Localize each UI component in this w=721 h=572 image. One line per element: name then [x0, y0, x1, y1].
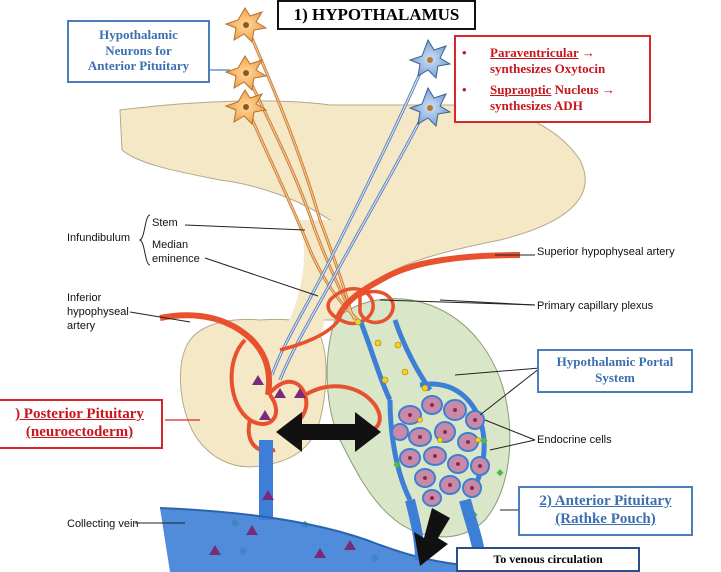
neurons-box-line1: Hypothalamic — [99, 27, 178, 42]
superior-hypophyseal-artery — [335, 252, 521, 320]
bullet-dot: • — [462, 82, 467, 98]
venous-circulation-box: To venous circulation — [456, 547, 640, 572]
endocrine-cells-label: Endocrine cells — [537, 434, 612, 446]
nucleus-item-paraventricular: • Paraventricular → synthesizes Oxytocin — [456, 45, 649, 76]
nucleus-name: Supraoptic — [490, 82, 552, 98]
nucleus-arrow: → — [578, 45, 595, 60]
bullet-dot: • — [462, 45, 467, 60]
leader-lines — [129, 214, 541, 524]
portal-box-line2: System — [595, 369, 635, 385]
inferior-label-line2: hypophyseal — [67, 305, 129, 318]
median-label-line2: eminence — [152, 252, 200, 265]
superior-artery-label: Superior hypophyseal artery — [537, 246, 675, 258]
hypothalamus-title: 1) HYPOTHALAMUS — [277, 0, 476, 30]
primary-capillary-plexus — [279, 287, 395, 352]
anterior-box-line1: 2) Anterior Pituitary — [539, 493, 672, 509]
nucleus-function: synthesizes Oxytocin — [490, 60, 606, 76]
double-arrow — [276, 412, 381, 452]
down-arrow — [414, 508, 450, 566]
anterior-box-line2: (Rathke Pouch) — [555, 511, 656, 527]
infundibulum-label: Infundibulum — [67, 232, 130, 244]
hypothalamic-neurons-box: Hypothalamic Neurons for Anterior Pituit… — [67, 20, 210, 83]
nuclei-list: • Paraventricular → synthesizes Oxytocin… — [456, 45, 649, 113]
portal-system-box: Hypothalamic Portal System — [537, 349, 693, 393]
inferior-label-line1: Inferior — [67, 292, 102, 304]
nucleus-arrow: Nucleus → — [551, 82, 615, 98]
collecting-vein-label: Collecting vein — [67, 518, 139, 530]
collecting-vein — [160, 508, 500, 572]
nucleus-name: Paraventricular — [490, 45, 579, 60]
nucleus-function: synthesizes ADH — [490, 97, 583, 113]
primary-plexus-label: Primary capillary plexus — [537, 300, 654, 312]
posterior-box-line2: (neuroectoderm) — [25, 424, 134, 440]
inferior-artery-label: Inferior hypophyseal artery — [67, 292, 129, 333]
nucleus-item-supraoptic: • Supraoptic Nucleus → synthesizes ADH — [456, 82, 649, 113]
infundibulum-stalk — [285, 220, 332, 340]
posterior-pituitary-box: ) Posterior Pituitary (neuroectoderm) — [0, 399, 163, 449]
neurons-box-line2: Neurons for — [105, 42, 172, 58]
inferior-hypophyseal-artery — [159, 312, 273, 396]
nuclei-box: • Paraventricular → synthesizes Oxytocin… — [454, 35, 651, 123]
inferior-label-line3: artery — [67, 319, 96, 332]
neurons-box-line3: Anterior Pituitary — [87, 58, 190, 74]
stem-label: Stem — [152, 217, 178, 229]
median-label-line1: Median — [152, 239, 189, 251]
portal-box-line1: Hypothalamic Portal — [556, 354, 674, 369]
anterior-pituitary-box: 2) Anterior Pituitary (Rathke Pouch) — [518, 486, 693, 536]
median-label: Median eminence — [152, 239, 200, 267]
posterior-capillaries — [229, 338, 382, 453]
posterior-box-line1: ) Posterior Pituitary — [15, 406, 144, 422]
